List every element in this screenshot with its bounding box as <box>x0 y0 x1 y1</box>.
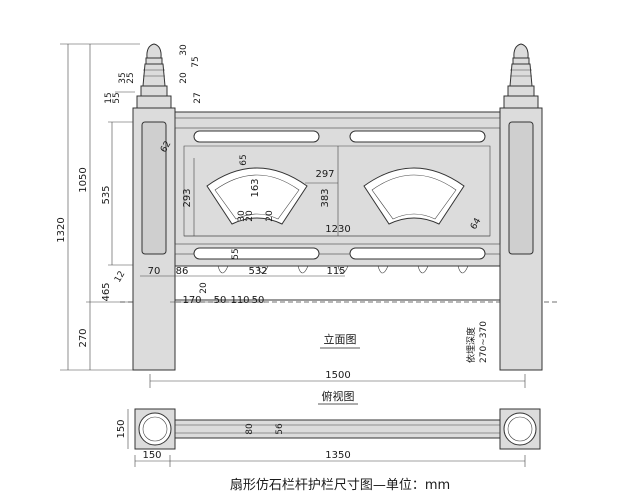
burial-depth-label: 依埋深度 <box>465 327 477 363</box>
dim-270: 270 <box>78 328 89 347</box>
dim-25: 25 <box>126 72 136 83</box>
dim-150-plan-h: 150 <box>142 450 161 461</box>
dim-75: 75 <box>191 56 201 67</box>
dim-50-b: 50 <box>252 295 265 306</box>
dim-30-top: 30 <box>179 44 189 56</box>
plan-view: 俯视图 150 80 56 150 1350 <box>116 389 541 467</box>
dim-55-top: 55 <box>112 92 122 103</box>
dim-56: 56 <box>275 423 285 435</box>
elevation-view: 1320 1050 535 465 270 30 20 75 35 25 15 … <box>56 43 560 388</box>
dim-297: 297 <box>315 169 334 180</box>
dim-383: 383 <box>320 188 331 207</box>
elevation-title: 立面图 <box>324 332 357 346</box>
dim-62: 62 <box>159 140 173 155</box>
dim-535: 535 <box>101 185 112 204</box>
dim-150-plan-v: 150 <box>116 419 127 438</box>
dim-1230: 1230 <box>325 224 350 235</box>
dim-1350: 1350 <box>325 450 350 461</box>
railing-panel <box>174 111 501 301</box>
dim-115: 115 <box>326 266 345 277</box>
dim-1050: 1050 <box>78 167 89 192</box>
dim-293: 293 <box>182 188 193 207</box>
dim-70: 70 <box>148 266 161 277</box>
dim-465: 465 <box>101 282 112 301</box>
dim-532: 532 <box>248 266 267 277</box>
left-vertical-dimensions <box>60 43 140 371</box>
dim-50-a: 50 <box>214 295 227 306</box>
dim-170: 170 <box>182 295 201 306</box>
dim-20-mid-b: 20 <box>265 210 275 222</box>
dim-20-lower: 20 <box>199 282 209 294</box>
dim-15: 15 <box>104 92 114 103</box>
dim-86: 86 <box>176 266 189 277</box>
dim-65: 65 <box>239 154 249 165</box>
dim-110: 110 <box>230 295 249 306</box>
dim-12: 12 <box>113 270 127 285</box>
plan-title: 俯视图 <box>322 389 355 403</box>
right-post <box>499 43 543 371</box>
drawing-caption: 扇形仿石栏杆护栏尺寸图—单位：mm <box>230 477 450 493</box>
dim-1500: 1500 <box>325 370 350 381</box>
dim-35: 35 <box>118 72 128 83</box>
dim-1320: 1320 <box>56 217 67 242</box>
dim-27: 27 <box>193 92 203 103</box>
dim-163: 163 <box>250 178 261 197</box>
left-post <box>132 43 176 371</box>
dim-20-top: 20 <box>179 72 189 84</box>
dim-80: 80 <box>245 423 255 435</box>
dim-20-mid-a: 20 <box>245 210 255 222</box>
burial-depth-range: 270~370 <box>479 321 489 363</box>
dim-55-bottom: 55 <box>231 248 241 259</box>
dim-30-mid: 30 <box>237 210 247 222</box>
